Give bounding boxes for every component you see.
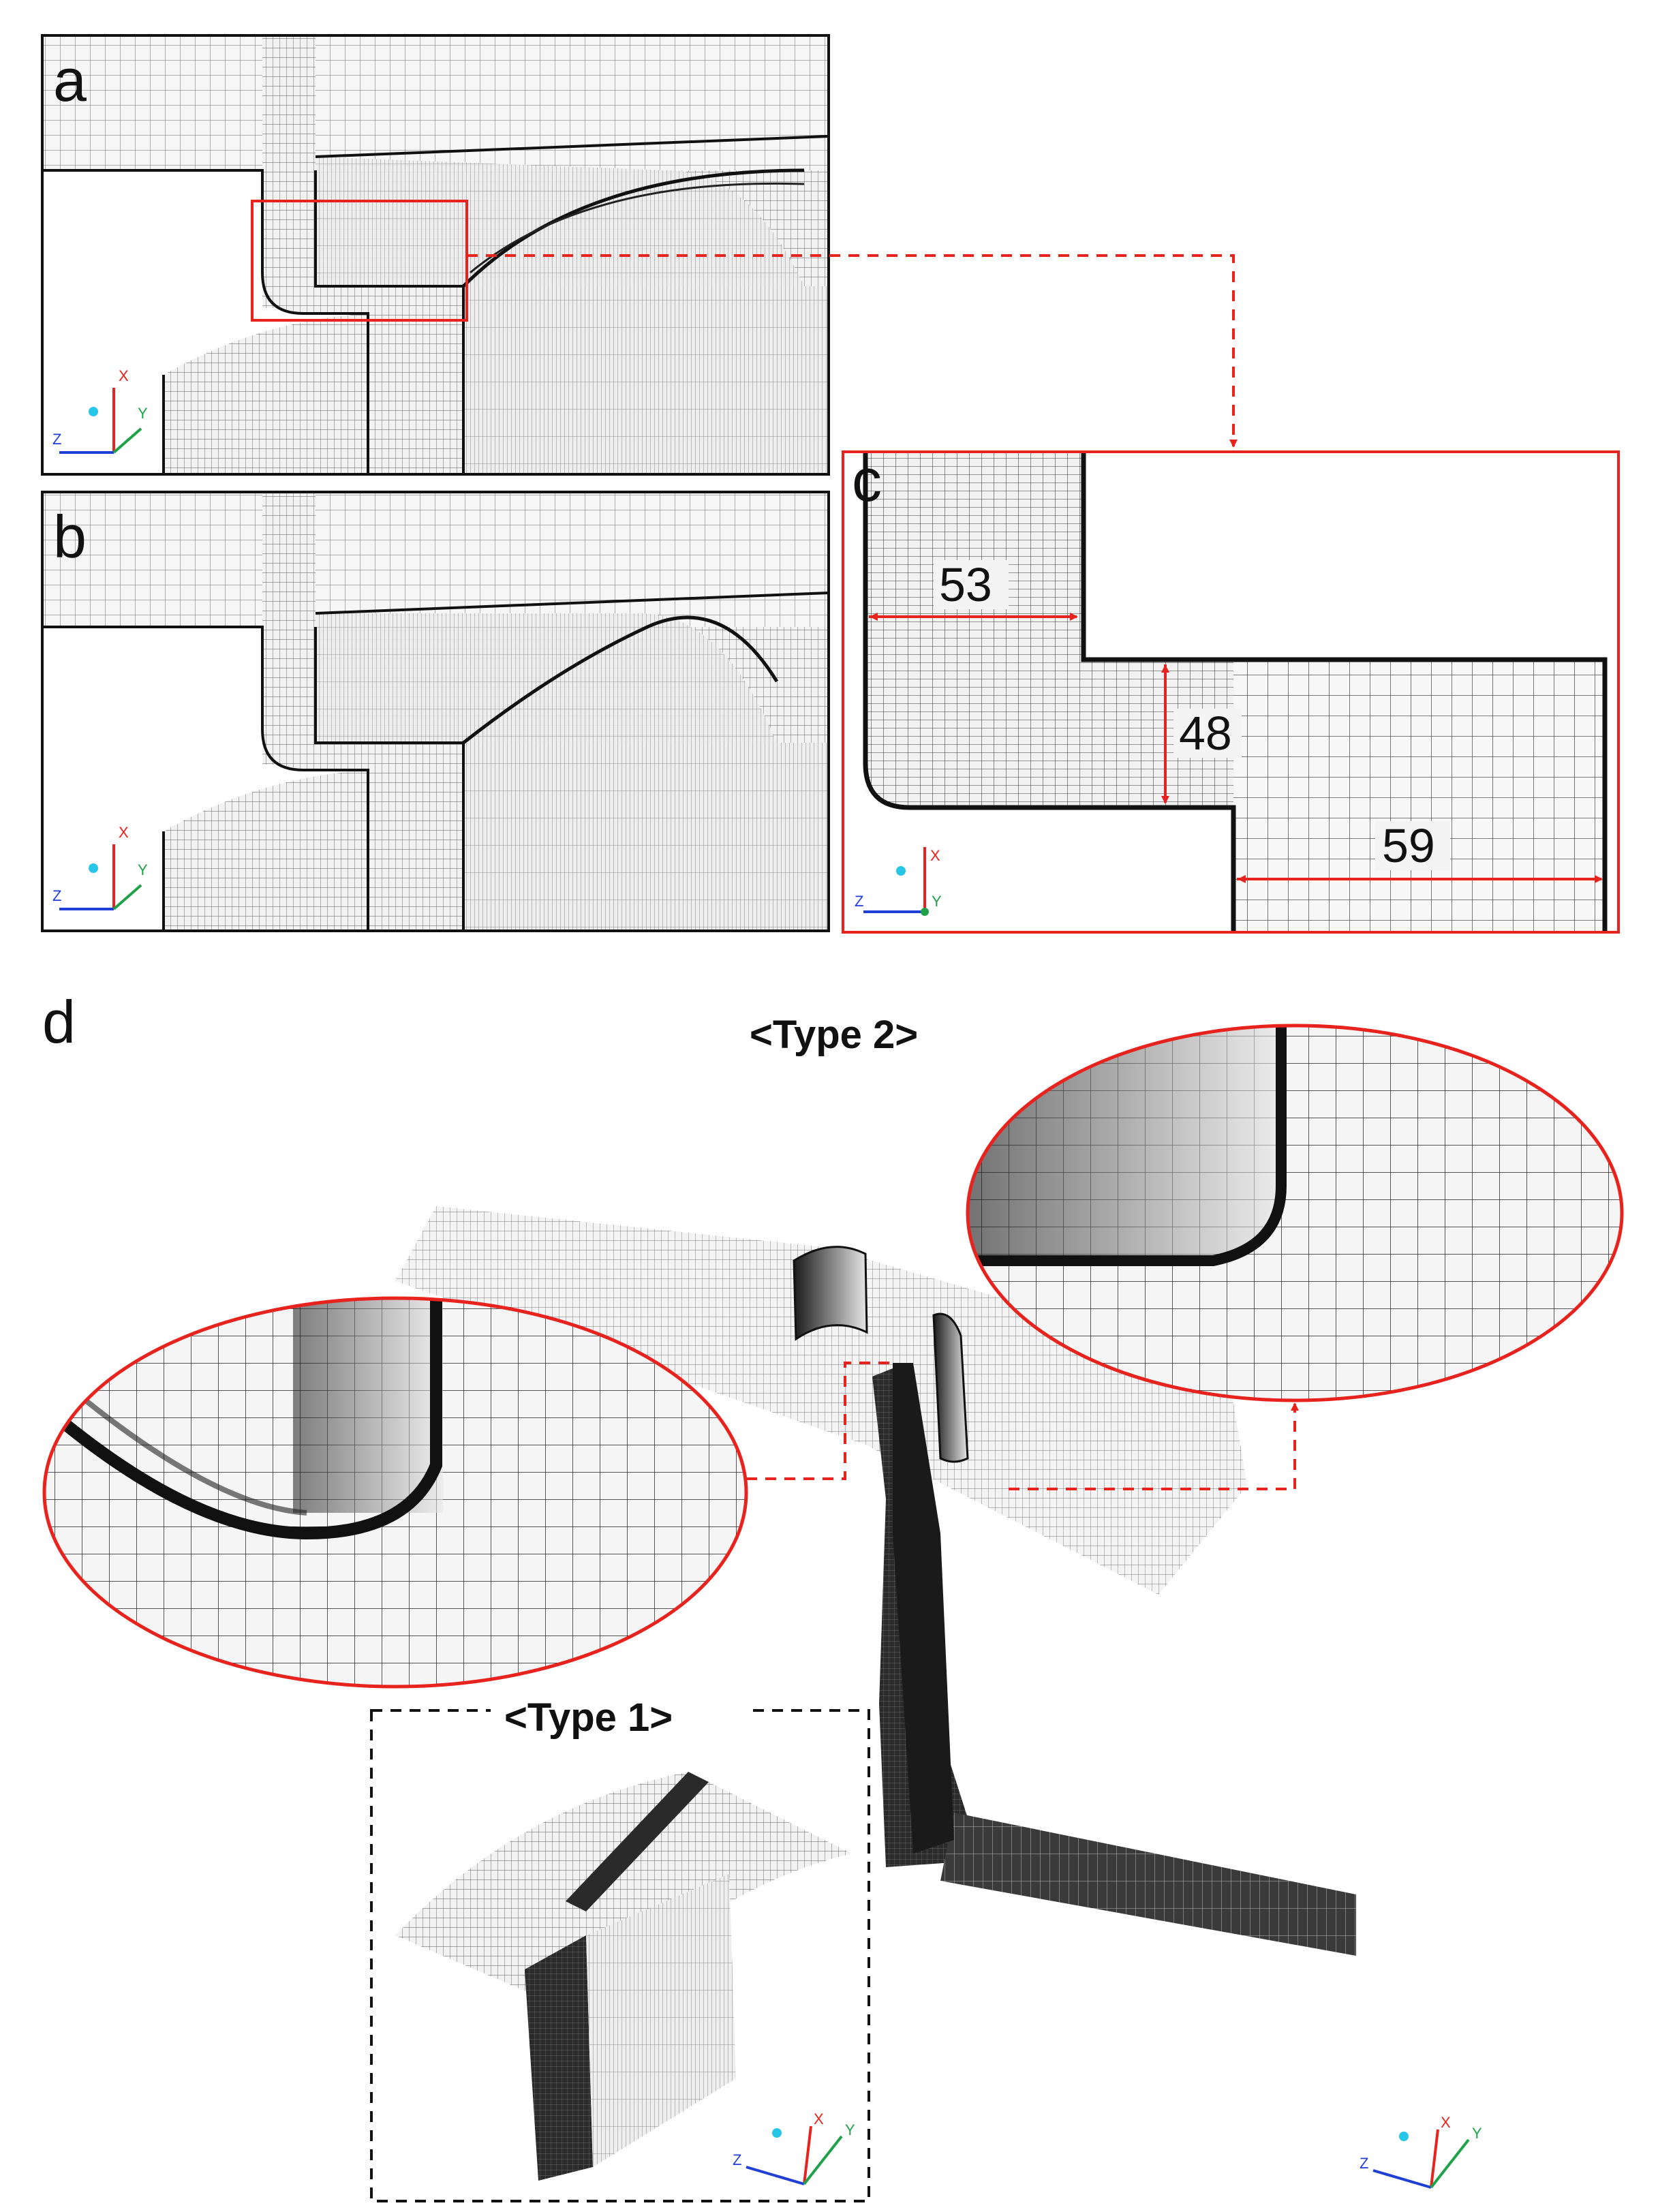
panel-a-letter: a xyxy=(53,46,87,114)
axis-y-label: Y xyxy=(138,405,148,422)
axis-y-label: Y xyxy=(138,861,148,878)
panel-c: c 53 48 59 X Y Z xyxy=(842,446,1620,934)
axis-y-label: Y xyxy=(1472,2125,1482,2142)
dim-label-48: 48 xyxy=(1179,707,1232,760)
rotor-blade xyxy=(932,1312,969,1463)
axis-z-label: Z xyxy=(52,431,61,448)
panel-d: d <Type 2> xyxy=(42,988,1624,2202)
type-1-cavity xyxy=(525,1935,593,2181)
panel-a: a X Y Z xyxy=(41,34,830,476)
type-1-surface xyxy=(395,1772,852,2017)
axis-x-label: X xyxy=(930,847,940,864)
type-2-label: <Type 2> xyxy=(750,1013,918,1057)
axis-z-label: Z xyxy=(1360,2155,1368,2172)
panel-b: b X Y Z xyxy=(41,491,830,932)
axis-x-label: X xyxy=(1441,2114,1451,2131)
zoom-ellipse-left xyxy=(42,1296,748,1689)
dim-label-59: 59 xyxy=(1382,819,1435,872)
panel-d-letter: d xyxy=(42,988,76,1056)
axis-y-label: Y xyxy=(845,2121,855,2138)
outlet-pipe xyxy=(940,1813,1356,1956)
zoom-ellipse-right xyxy=(966,1024,1624,1402)
stator-blade xyxy=(793,1246,868,1341)
axis-z-label: Z xyxy=(733,2151,741,2168)
axis-triad-d: X Y Z xyxy=(1360,2114,1482,2189)
zoom-connector-a-c xyxy=(467,254,1238,448)
axis-y-label: Y xyxy=(932,893,942,910)
panel-b-letter: b xyxy=(53,503,87,570)
domain-surface xyxy=(395,1206,1247,1595)
axis-triad-type1: X Y Z xyxy=(733,2110,855,2185)
type-1-label: <Type 1> xyxy=(504,1695,673,1740)
callout-right xyxy=(1009,1402,1299,1490)
axis-x-label: X xyxy=(119,367,129,384)
axis-triad-b: X Y Z xyxy=(52,824,148,910)
callout-left xyxy=(707,1362,889,1483)
upper-channel-mesh xyxy=(42,35,829,170)
axis-triad-c: X Y Z xyxy=(855,847,942,916)
axis-z-label: Z xyxy=(52,887,61,904)
axis-triad-a: X Y Z xyxy=(52,367,148,454)
panel-c-letter: c xyxy=(852,446,882,514)
panel-c-frame xyxy=(842,450,1620,934)
axis-x-label: X xyxy=(814,2110,824,2127)
type-1-inset: <Type 1> X Y Z xyxy=(370,1690,870,2202)
axis-x-label: X xyxy=(119,824,129,841)
axis-z-label: Z xyxy=(855,893,863,910)
dim-label-53: 53 xyxy=(939,558,992,611)
panel-a-frame xyxy=(41,34,830,476)
zoom-region-box xyxy=(251,200,468,322)
panel-b-frame xyxy=(41,491,830,932)
